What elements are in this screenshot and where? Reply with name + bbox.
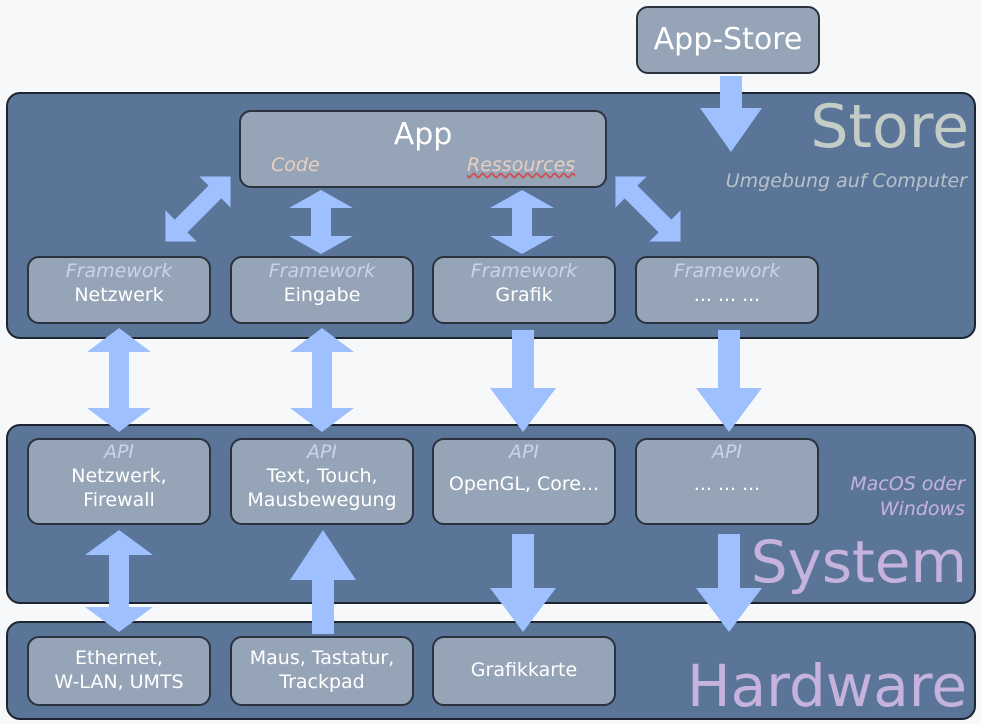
hardware-label-line1: Grafikkarte <box>470 659 578 682</box>
app-resources-label: Ressources <box>467 154 576 176</box>
arrow-app-eingabe <box>289 190 353 254</box>
api-label-line1: Text, Touch, <box>266 464 378 487</box>
framework-eingabe: Framework Eingabe <box>230 256 414 324</box>
hardware-network: Ethernet, W-LAN, UMTS <box>27 636 211 706</box>
arrow-app-grafik <box>490 190 554 254</box>
framework-kind-label: Framework <box>673 260 781 282</box>
arrow-fw-api-grafik <box>490 330 556 432</box>
api-kind-label: API <box>508 441 540 463</box>
arrow-app-other <box>615 176 681 242</box>
arrow-fw-api-eingabe <box>290 328 354 432</box>
api-kind-label: API <box>306 441 338 463</box>
hardware-label-line2: W-LAN, UMTS <box>54 671 184 693</box>
store-layer-subtitle: Umgebung auf Computer <box>725 170 967 192</box>
arrow-fw-api-other <box>696 330 762 432</box>
hardware-label-line1: Maus, Tastatur, <box>249 647 395 670</box>
framework-label: Eingabe <box>283 283 361 306</box>
app-store-box: App-Store <box>636 6 820 74</box>
api-kind-label: API <box>103 441 135 463</box>
framework-kind-label: Framework <box>470 260 578 282</box>
hardware-label-line1: Ethernet, <box>75 647 163 670</box>
framework-kind-label: Framework <box>65 260 173 282</box>
hardware-input: Maus, Tastatur, Trackpad <box>230 636 414 706</box>
api-label-line2: Mausbewegung <box>247 488 397 511</box>
system-subtitle-line2: Windows <box>879 497 965 520</box>
hardware-layer-title: Hardware <box>686 652 967 720</box>
api-label-line1: ... ... ... <box>693 472 761 495</box>
api-grafik: API OpenGL, Core... <box>432 438 616 525</box>
api-eingabe: API Text, Touch, Mausbewegung <box>230 438 414 525</box>
hardware-label-line2: Trackpad <box>279 671 365 693</box>
api-netzwerk: API Netzwerk, Firewall <box>27 438 211 525</box>
store-layer-title: Store <box>810 92 969 162</box>
api-label-line1: OpenGL, Core... <box>448 472 600 495</box>
framework-kind-label: Framework <box>268 260 376 282</box>
arrow-store-down <box>700 76 762 152</box>
arrow-api-hw-other <box>696 534 762 632</box>
hardware-graphics: Grafikkarte <box>432 636 616 706</box>
app-box: App Code Ressources <box>239 110 607 188</box>
app-code-label: Code <box>271 154 320 176</box>
api-label-line2: Firewall <box>83 488 155 511</box>
app-store-label: App-Store <box>653 22 803 58</box>
system-layer-subtitle: MacOS oder Windows <box>850 472 965 521</box>
system-layer-title: System <box>750 528 967 596</box>
framework-grafik: Framework Grafik <box>432 256 616 324</box>
framework-label: ... ... ... <box>693 283 761 306</box>
app-title: App <box>393 117 453 152</box>
arrow-fw-api-netzwerk <box>87 328 151 432</box>
api-kind-label: API <box>711 441 743 463</box>
framework-other: Framework ... ... ... <box>635 256 819 324</box>
framework-label: Grafik <box>495 283 553 306</box>
api-other: API ... ... ... <box>635 438 819 525</box>
arrow-api-hw-grafik <box>490 534 556 632</box>
arrow-hw-api-eingabe <box>290 530 356 634</box>
system-subtitle-line1: MacOS oder <box>850 473 965 495</box>
arrow-app-netzwerk <box>165 176 231 242</box>
framework-label: Netzwerk <box>74 283 164 306</box>
framework-netzwerk: Framework Netzwerk <box>27 256 211 324</box>
arrow-api-hw-netzwerk <box>85 530 153 632</box>
api-label-line1: Netzwerk, <box>71 464 167 487</box>
